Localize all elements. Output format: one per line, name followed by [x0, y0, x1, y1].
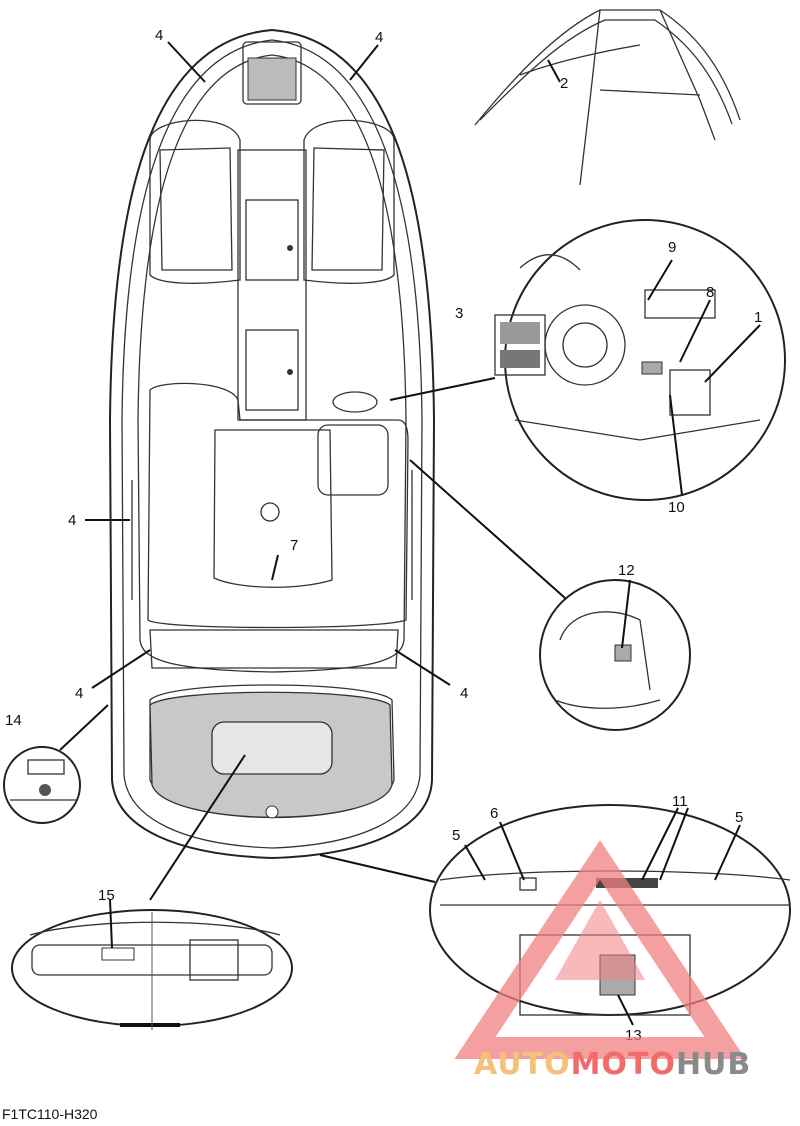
callout-4: 4 — [155, 27, 163, 44]
callout-7: 7 — [290, 537, 298, 554]
diagram-code: F1TC110-H320 — [2, 1106, 98, 1122]
storage-detail — [539, 579, 691, 731]
side-detail — [3, 746, 81, 824]
callout-12: 12 — [618, 562, 635, 579]
callout-8: 8 — [706, 284, 714, 301]
console-detail — [494, 219, 786, 501]
automotohub-watermark: AUTOMOTOHUB — [454, 840, 751, 1082]
callout-9: 9 — [668, 239, 676, 256]
svg-text:AUTOMOTOHUB: AUTOMOTOHUB — [474, 1047, 751, 1082]
watermark-hub: HUB — [676, 1047, 751, 1082]
leader-lines — [59, 41, 761, 1026]
callout-5: 5 — [452, 827, 460, 844]
watermark-inner-icon — [555, 900, 645, 980]
callout-6: 6 — [490, 805, 498, 822]
callout-labels: 4 4 2 9 3 8 1 10 4 7 12 4 4 14 5 6 11 5 … — [5, 27, 762, 1044]
callout-14: 14 — [5, 712, 22, 729]
watermark-auto: AUTO — [474, 1047, 571, 1082]
callout-2: 2 — [560, 75, 568, 92]
callout-4: 4 — [68, 512, 76, 529]
transom-detail — [429, 804, 791, 1016]
callout-4: 4 — [460, 685, 468, 702]
callout-1: 1 — [754, 309, 762, 326]
callout-15: 15 — [98, 887, 115, 904]
callout-5: 5 — [735, 809, 743, 826]
callout-3: 3 — [455, 305, 463, 322]
callout-11: 11 — [672, 793, 688, 810]
callout-10: 10 — [668, 499, 685, 516]
stern-compartment-detail — [11, 909, 293, 1030]
callout-4: 4 — [75, 685, 83, 702]
watermark-triangle-icon — [454, 840, 746, 1059]
watermark-moto: MOTO — [571, 1047, 676, 1082]
boat-hull — [108, 28, 436, 860]
tower-detail — [474, 9, 741, 186]
callout-4: 4 — [375, 29, 383, 46]
